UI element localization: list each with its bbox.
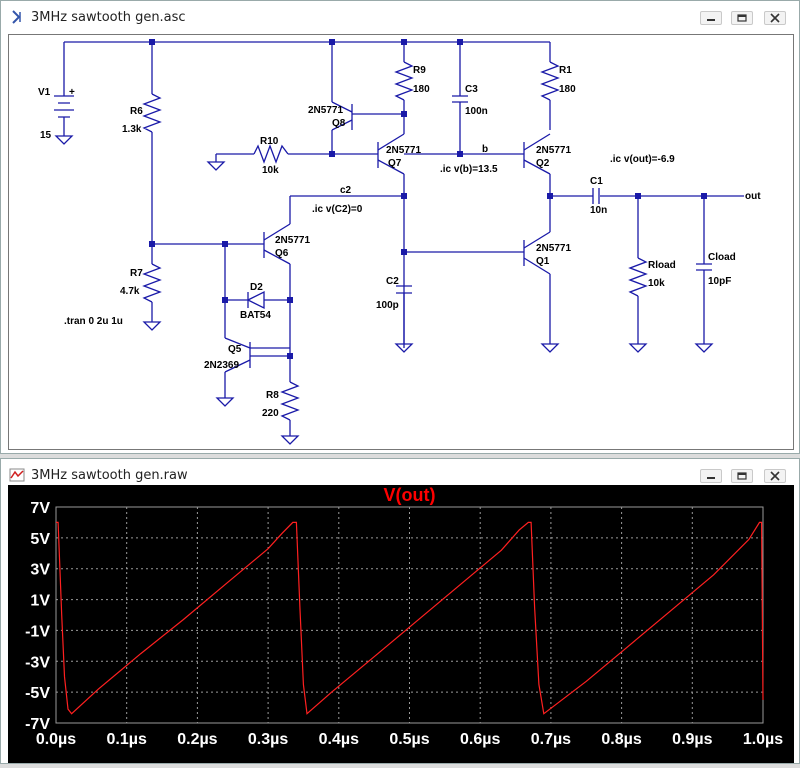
x-tick-label: 0.7µs: [531, 731, 571, 748]
schematic-window-title: 3MHz sawtooth gen.asc: [31, 10, 186, 25]
label-r9: R9: [413, 65, 426, 76]
directive-tran[interactable]: .tran 0 2u 1u: [64, 316, 123, 327]
y-tick-label: 1V: [30, 593, 50, 610]
label-r7: R7: [130, 268, 143, 279]
schematic-window: 3MHz sawtooth gen.asc: [0, 0, 800, 454]
label-q6-model: 2N5771: [275, 235, 310, 246]
plot-window: 3MHz sawtooth gen.raw V(out) 7V 5V 3V 1V -1V -…: [0, 458, 800, 764]
label-c1-value: 10n: [590, 205, 607, 216]
x-tick-label: 0.4µs: [319, 731, 359, 748]
y-tick-label: 5V: [30, 531, 50, 548]
label-r6: R6: [130, 106, 143, 117]
label-net-b: b: [482, 144, 488, 155]
x-tick-label: 0.3µs: [248, 731, 288, 748]
x-tick-label: 0.6µs: [460, 731, 500, 748]
x-tick-label: 1.0µs: [743, 731, 783, 748]
y-tick-label: 3V: [30, 562, 50, 579]
plot-frame: [55, 506, 764, 724]
restore-icon: [737, 14, 747, 22]
y-tick-label: -1V: [25, 623, 50, 640]
plot-window-title: 3MHz sawtooth gen.raw: [31, 468, 188, 483]
x-tick-label: 0.5µs: [389, 731, 429, 748]
label-d2: D2: [250, 282, 263, 293]
label-rload-value: 10k: [648, 278, 665, 289]
label-c2-value: 100p: [376, 300, 399, 311]
schematic-titlebar[interactable]: 3MHz sawtooth gen.asc: [1, 1, 799, 34]
restore-icon: [737, 472, 747, 480]
label-c2: C2: [386, 276, 399, 287]
plot-restore-button[interactable]: [731, 469, 753, 483]
y-tick-label: -3V: [25, 654, 50, 671]
label-q6: Q6: [275, 248, 289, 259]
label-q7-model: 2N5771: [386, 145, 421, 156]
label-c3-value: 100n: [465, 106, 488, 117]
close-button[interactable]: [764, 11, 786, 25]
directive-ic-vout[interactable]: .ic v(out)=-6.9: [610, 154, 675, 165]
x-tick-label: 0.1µs: [107, 731, 147, 748]
label-r8-value: 220: [262, 408, 279, 419]
label-r10-value: 10k: [262, 165, 279, 176]
label-q5-model: 2N2369: [204, 360, 239, 371]
label-r10: R10: [260, 136, 279, 147]
minimize-icon: [707, 477, 715, 479]
label-c1: C1: [590, 176, 603, 187]
label-r9-value: 180: [413, 84, 430, 95]
label-q1: Q1: [536, 256, 550, 267]
label-net-out: out: [745, 191, 761, 202]
x-tick-label: 0.9µs: [672, 731, 712, 748]
label-net-c2: c2: [340, 185, 352, 196]
plot-close-button[interactable]: [764, 469, 786, 483]
x-tick-label: 0.8µs: [601, 731, 641, 748]
label-c3: C3: [465, 84, 478, 95]
series-line-vout: [56, 521, 764, 715]
y-tick-label: -7V: [25, 716, 50, 733]
label-rload: Rload: [648, 260, 676, 271]
plot-minimize-button[interactable]: [700, 469, 722, 483]
waveform-chart[interactable]: V(out) 7V 5V 3V 1V -1V -3V -5V -7V0.0µs 0.1µs 0.2µ…: [8, 485, 794, 763]
label-q8-model: 2N5771: [308, 105, 343, 116]
schematic-canvas[interactable]: V1 + 15 R6 1.3k R7 4.7k R10 10k 2N5771 Q…: [8, 34, 794, 450]
label-q7: Q7: [388, 158, 402, 169]
close-icon: [770, 471, 780, 481]
schematic-app-icon: [12, 10, 21, 24]
minimize-icon: [707, 19, 715, 21]
close-icon: [770, 13, 780, 23]
restore-button[interactable]: [731, 11, 753, 25]
chart-title: V(out): [384, 485, 436, 505]
label-q5: Q5: [228, 344, 242, 355]
x-tick-label: 0.0µs: [36, 731, 76, 748]
y-tick-label: -5V: [25, 685, 50, 702]
label-q2-model: 2N5771: [536, 145, 571, 156]
waveform-app-icon: [9, 468, 25, 482]
label-q8: Q8: [332, 118, 346, 129]
label-r1-value: 180: [559, 84, 576, 95]
directive-ic-vc2[interactable]: .ic v(C2)=0: [312, 204, 363, 215]
label-r1: R1: [559, 65, 572, 76]
label-r8: R8: [266, 390, 279, 401]
label-cload: Cload: [708, 252, 736, 263]
label-q2: Q2: [536, 158, 550, 169]
label-q1-model: 2N5771: [536, 243, 571, 254]
label-v1-value: 15: [40, 130, 52, 141]
schematic-drawing[interactable]: V1 + 15 R6 1.3k R7 4.7k R10 10k 2N5771 Q…: [9, 35, 793, 449]
label-v1-plus: +: [69, 87, 75, 98]
label-v1: V1: [38, 87, 51, 98]
minimize-button[interactable]: [700, 11, 722, 25]
y-tick-label: 7V: [30, 500, 50, 517]
label-r6-value: 1.3k: [122, 124, 142, 135]
directive-ic-vb[interactable]: .ic v(b)=13.5: [440, 164, 498, 175]
x-tick-label: 0.2µs: [177, 731, 217, 748]
label-r7-value: 4.7k: [120, 286, 140, 297]
label-d2-model: BAT54: [240, 310, 271, 321]
label-cload-value: 10pF: [708, 276, 731, 287]
